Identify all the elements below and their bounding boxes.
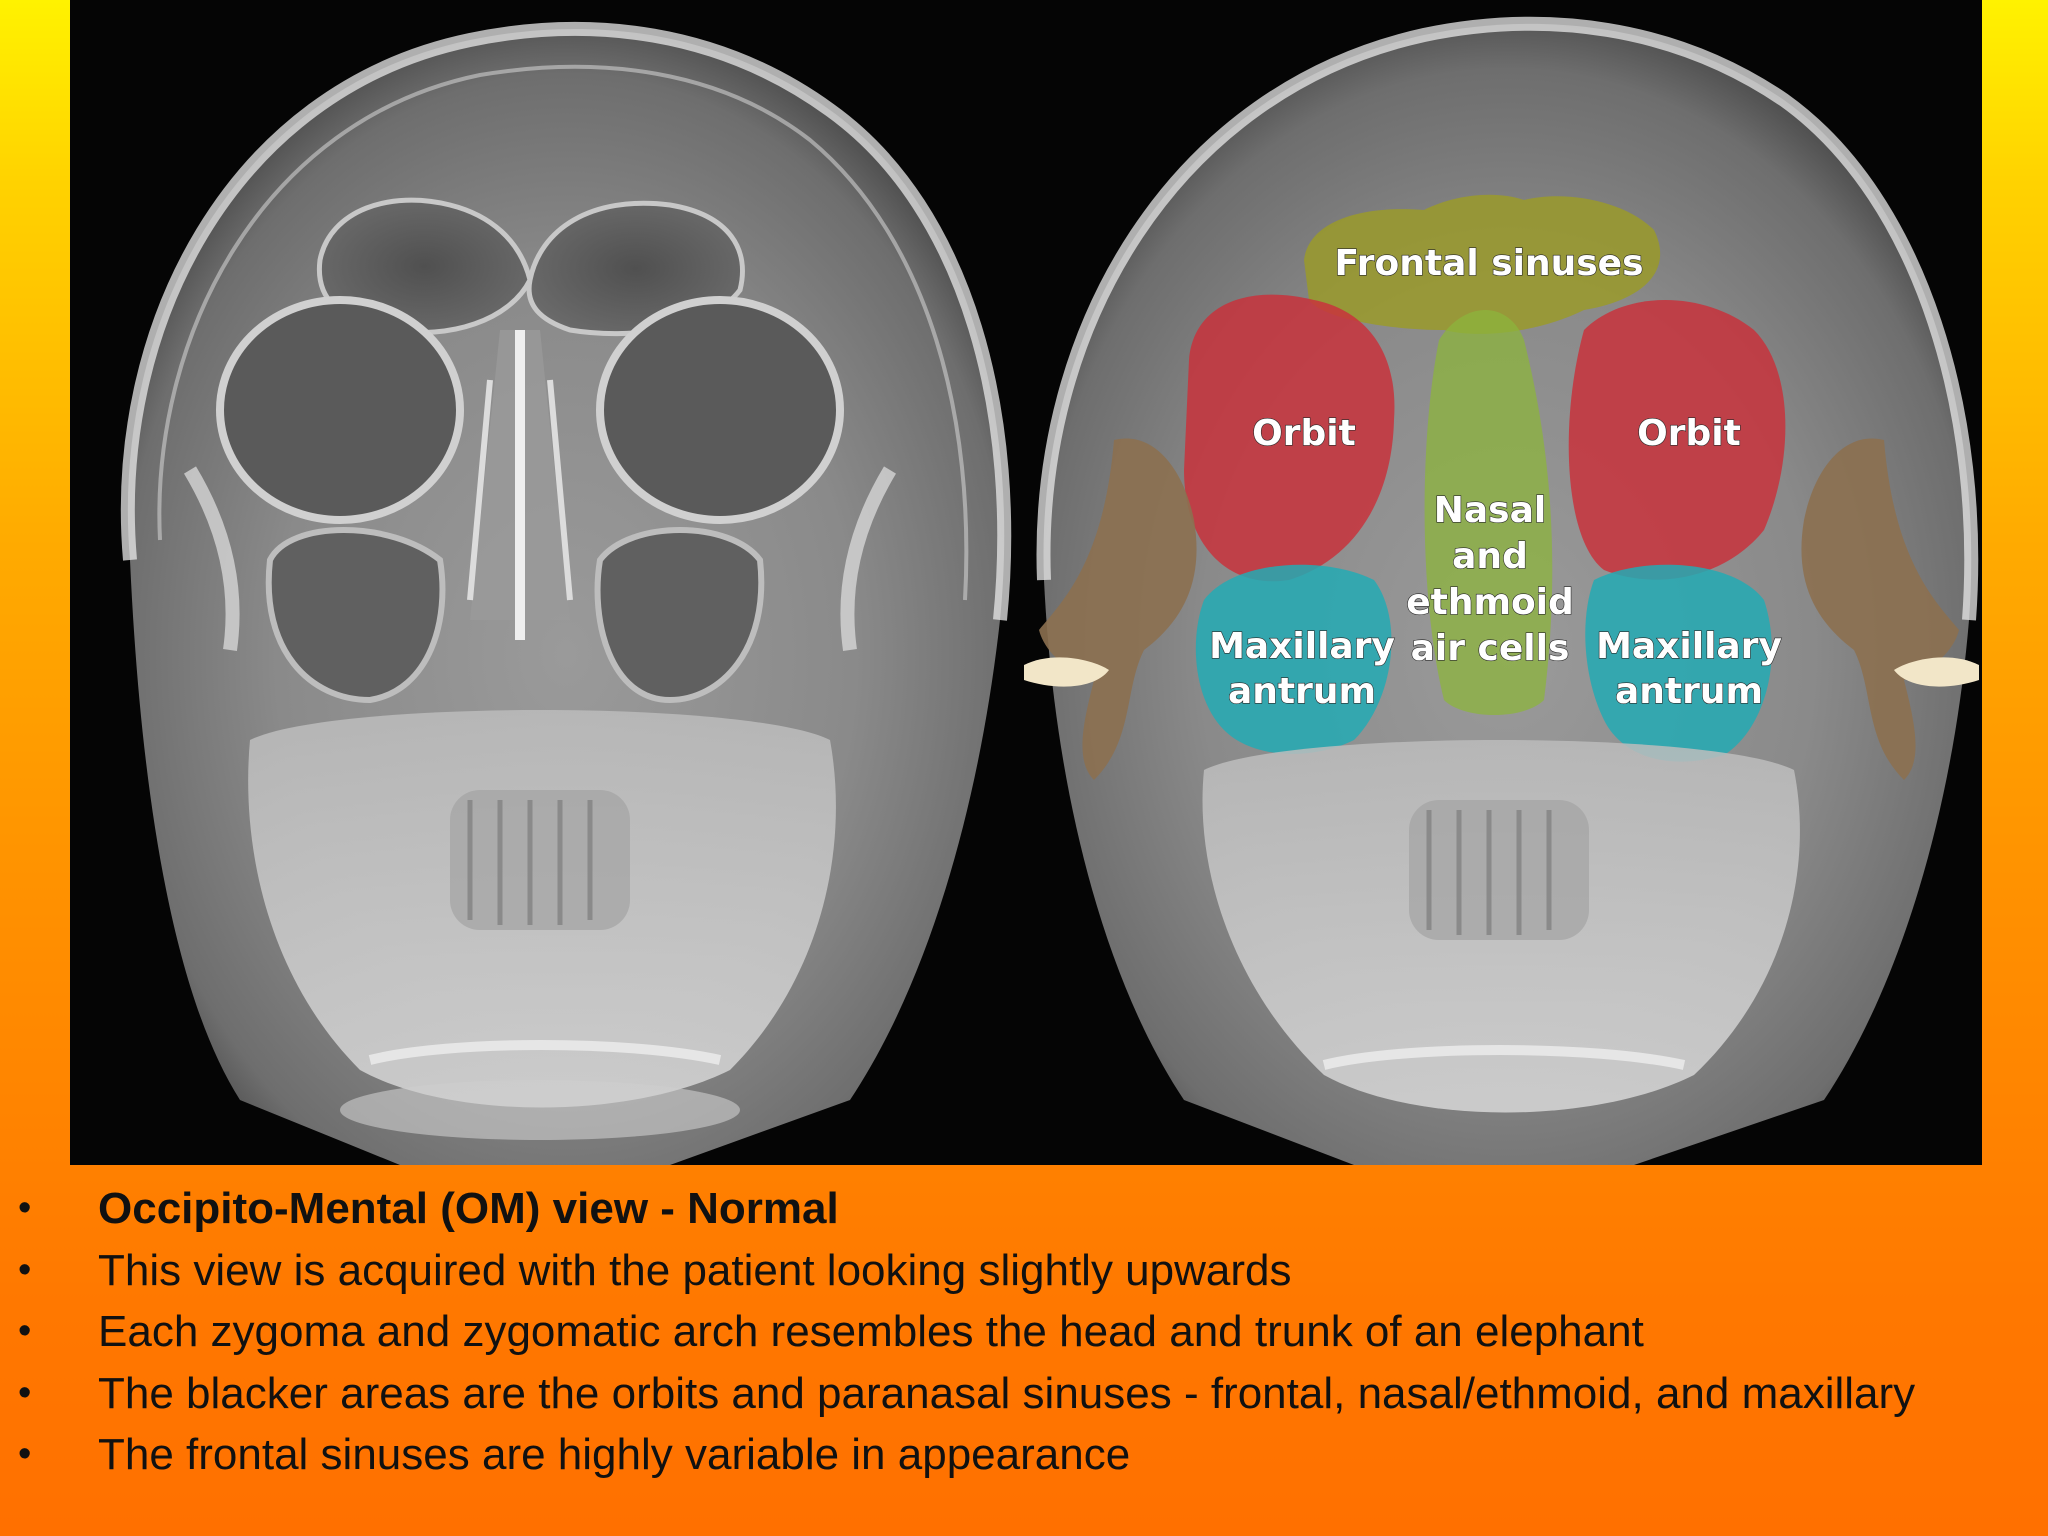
bullet-glyph: • bbox=[18, 1371, 32, 1414]
label-nasal-line2: and bbox=[1452, 536, 1528, 577]
label-maxillary-right-line1: Maxillary bbox=[1596, 626, 1782, 667]
bullet-item: • This view is acquired with the patient… bbox=[0, 1240, 2048, 1302]
zygoma-elephant-left-overlay bbox=[1039, 438, 1197, 780]
label-nasal-line3: ethmoid bbox=[1406, 582, 1574, 623]
skull-radiograph-right: Frontal sinuses Orbit Orbit Nasal and et… bbox=[1024, 16, 1979, 1165]
maxillary-antrum-left-overlay bbox=[1195, 564, 1392, 754]
bullet-item: • Each zygoma and zygomatic arch resembl… bbox=[0, 1301, 2048, 1363]
elephant-tusk-right bbox=[1894, 657, 1979, 687]
bullet-glyph: • bbox=[18, 1248, 32, 1291]
zygoma-elephant-right-overlay bbox=[1801, 438, 1959, 780]
label-nasal-line1: Nasal bbox=[1434, 490, 1546, 531]
bullet-glyph: • bbox=[18, 1310, 32, 1352]
orbit-left-overlay bbox=[1184, 294, 1395, 582]
xray-image-right-annotated: Frontal sinuses Orbit Orbit Nasal and et… bbox=[1024, 0, 1982, 1165]
label-maxillary-left-line1: Maxillary bbox=[1209, 626, 1395, 667]
bullet-text: The blacker areas are the orbits and par… bbox=[98, 1368, 1916, 1418]
nasal-ethmoid-overlay bbox=[1424, 310, 1553, 715]
skull-radiograph-left bbox=[120, 21, 1012, 1165]
bullet-glyph: • bbox=[18, 1187, 32, 1229]
bullet-list: • Occipito-Mental (OM) view - Normal • T… bbox=[0, 1178, 2048, 1486]
bullet-glyph: • bbox=[18, 1433, 32, 1475]
bullet-item: • The frontal sinuses are highly variabl… bbox=[0, 1424, 2048, 1486]
bullet-text: Occipito-Mental (OM) view - Normal bbox=[98, 1184, 839, 1233]
xray-image-left bbox=[70, 0, 1024, 1165]
label-maxillary-right-line2: antrum bbox=[1615, 671, 1763, 712]
frontal-sinuses-overlay bbox=[1304, 194, 1661, 334]
bullet-text: Each zygoma and zygomatic arch resembles… bbox=[98, 1307, 1644, 1356]
bullet-item: • Occipito-Mental (OM) view - Normal bbox=[0, 1178, 2048, 1240]
label-orbit-left: Orbit bbox=[1252, 413, 1356, 454]
bullet-text: The frontal sinuses are highly variable … bbox=[98, 1430, 1131, 1479]
orbit-right-overlay bbox=[1568, 300, 1786, 580]
bullet-item: • The blacker areas are the orbits and p… bbox=[0, 1363, 2048, 1425]
label-orbit-right: Orbit bbox=[1637, 413, 1741, 454]
bullet-text: This view is acquired with the patient l… bbox=[98, 1245, 1292, 1295]
label-nasal-line4: air cells bbox=[1411, 628, 1570, 669]
elephant-tusk-left bbox=[1024, 657, 1109, 687]
label-maxillary-left-line2: antrum bbox=[1228, 671, 1376, 712]
label-frontal-sinuses: Frontal sinuses bbox=[1334, 243, 1643, 284]
maxillary-antrum-right-overlay bbox=[1585, 564, 1772, 762]
